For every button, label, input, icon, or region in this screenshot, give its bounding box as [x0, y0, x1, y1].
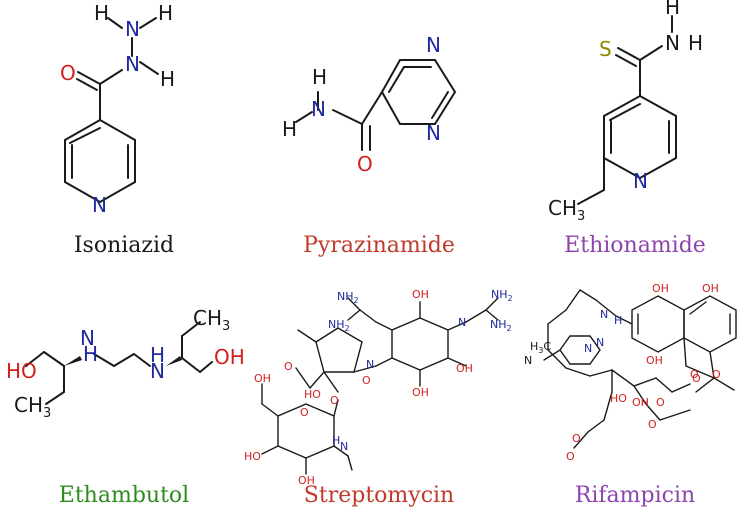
atom-n: N	[125, 17, 140, 41]
label-rifampicin: Rifampicin	[575, 483, 695, 508]
ethionamide-structure: S N H H N CH3	[548, 0, 703, 224]
atom-n: N	[600, 308, 608, 321]
atom-ch3: CH3	[14, 393, 51, 421]
isoniazid-structure: N O N N H H H	[60, 1, 175, 217]
atom-ch3: CH3	[548, 196, 585, 224]
atom-h: H	[665, 0, 680, 19]
atom-o: O	[566, 450, 575, 463]
atom-n: N	[125, 52, 140, 76]
atom-nh2: NH2	[328, 318, 350, 333]
atom-oh: OH	[254, 372, 271, 385]
atom-ho: HO	[610, 392, 627, 405]
label-pyrazinamide: Pyrazinamide	[303, 233, 455, 258]
atom-n: N	[150, 359, 165, 383]
atom-n-h: H	[150, 343, 165, 367]
atom-o: O	[60, 61, 76, 85]
atom-o: O	[712, 368, 721, 381]
atom-o: O	[690, 368, 699, 381]
atom-h: H	[158, 1, 173, 25]
label-isoniazid: Isoniazid	[74, 233, 174, 258]
atom-h: H	[688, 31, 703, 55]
atom-o: O	[572, 432, 581, 445]
atom-n-h: H	[332, 434, 340, 447]
atom-n-h: H	[83, 342, 98, 366]
atom-nh2: NH2	[490, 318, 512, 333]
atom-o: O	[648, 418, 657, 431]
atom-o: O	[656, 396, 665, 409]
atom-ho: HO	[304, 388, 321, 401]
atom-ch3: CH3	[193, 306, 230, 334]
atom-ho: HO	[6, 359, 37, 383]
atom-oh: OH	[456, 362, 473, 375]
atom-h: H	[160, 67, 175, 91]
label-streptomycin: Streptomycin	[304, 483, 454, 508]
rifampicin-structure: OH OH OH N H N N N H3C HO OH O O O O O O…	[524, 282, 737, 463]
atom-o: O	[362, 374, 371, 387]
atom-n: N	[311, 97, 326, 121]
atom-n: N	[633, 169, 648, 193]
atom-o: O	[330, 394, 339, 407]
atom-h: H	[94, 1, 109, 25]
atom-nh2: NH2	[491, 288, 513, 303]
atom-n: N	[366, 358, 374, 371]
atom-oh: OH	[412, 386, 429, 399]
atom-oh: OH	[652, 282, 669, 295]
atom-oh: OH	[298, 474, 315, 487]
atom-o: O	[300, 406, 309, 419]
atom-n-amide: N	[665, 31, 680, 55]
atom-ho: HO	[244, 450, 261, 463]
atom-s: S	[599, 37, 612, 61]
atom-oh: OH	[702, 282, 719, 295]
label-ethionamide: Ethionamide	[564, 233, 706, 258]
atom-n: N	[426, 121, 441, 145]
atom-n: N	[426, 33, 441, 57]
atom-oh: OH	[646, 354, 663, 367]
atom-n: N	[458, 316, 466, 329]
atom-n: N	[92, 193, 107, 217]
atom-n: N	[524, 354, 532, 367]
atom-o: O	[357, 152, 373, 176]
atom-h: H	[282, 117, 297, 141]
atom-oh: OH	[412, 288, 429, 301]
atom-o: O	[692, 372, 701, 385]
atom-n: N	[584, 342, 592, 355]
streptomycin-structure: NH2 NH2 N NH2 NH2 N OH OH OH O O HO O O …	[244, 288, 513, 487]
atom-n-h: H	[614, 314, 622, 327]
atom-n: N	[596, 336, 604, 349]
atom-h3c: H3C	[530, 340, 551, 355]
pyrazinamide-structure: N N O N H H	[282, 33, 457, 176]
ethambutol-structure: HO H N N H OH CH3 CH3	[6, 306, 245, 421]
atom-n: N	[80, 326, 95, 350]
atom-oh: OH	[214, 345, 245, 369]
atom-o: O	[284, 360, 293, 373]
atom-nh2: NH2	[337, 290, 359, 305]
atom-oh: OH	[632, 396, 649, 409]
atom-h: H	[312, 65, 327, 89]
label-ethambutol: Ethambutol	[59, 483, 189, 508]
atom-n: N	[340, 440, 348, 453]
